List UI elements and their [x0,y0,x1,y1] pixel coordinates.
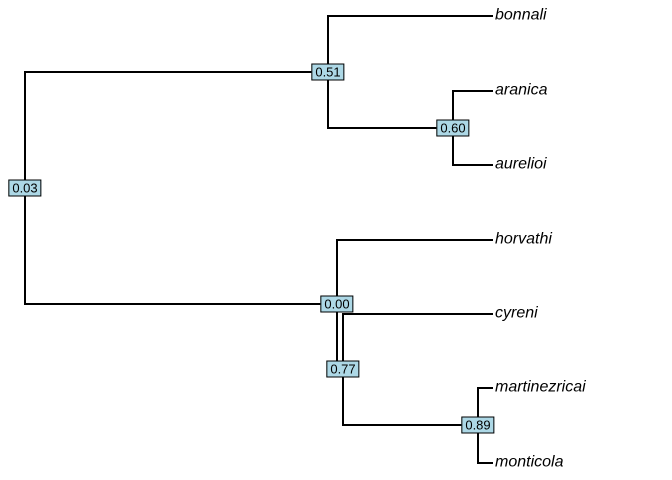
taxon-label-monticola: monticola [495,453,564,471]
taxon-label-horvathi: horvathi [495,230,552,248]
branch-martinezricai [478,387,493,389]
taxon-label-aurelioi: aurelioi [495,155,547,173]
support-value-box: 0.60 [436,119,470,137]
branch-077-to-node-089 [343,424,478,426]
support-value-box: 0.51 [311,63,345,81]
support-value-box: 0.03 [8,179,42,197]
branch-cyreni [343,313,493,315]
branch-horvathi [337,239,493,241]
branch-aurelioi [453,164,493,166]
support-value-box: 0.77 [326,360,360,378]
support-value-box: 0.00 [320,295,354,313]
taxon-label-martinezricai: martinezricai [495,378,586,396]
taxon-label-cyreni: cyreni [495,304,538,322]
branch-051-to-node-060 [328,127,453,129]
branch-aranica [453,90,493,92]
branch-root-to-node-051 [25,71,328,73]
taxon-label-bonnali: bonnali [495,6,547,24]
branch-root-to-node-000 [25,303,337,305]
support-value-box: 0.89 [461,416,495,434]
taxon-label-aranica: aranica [495,81,548,99]
branch-bonnali [328,15,493,17]
branch-monticola [478,462,493,464]
